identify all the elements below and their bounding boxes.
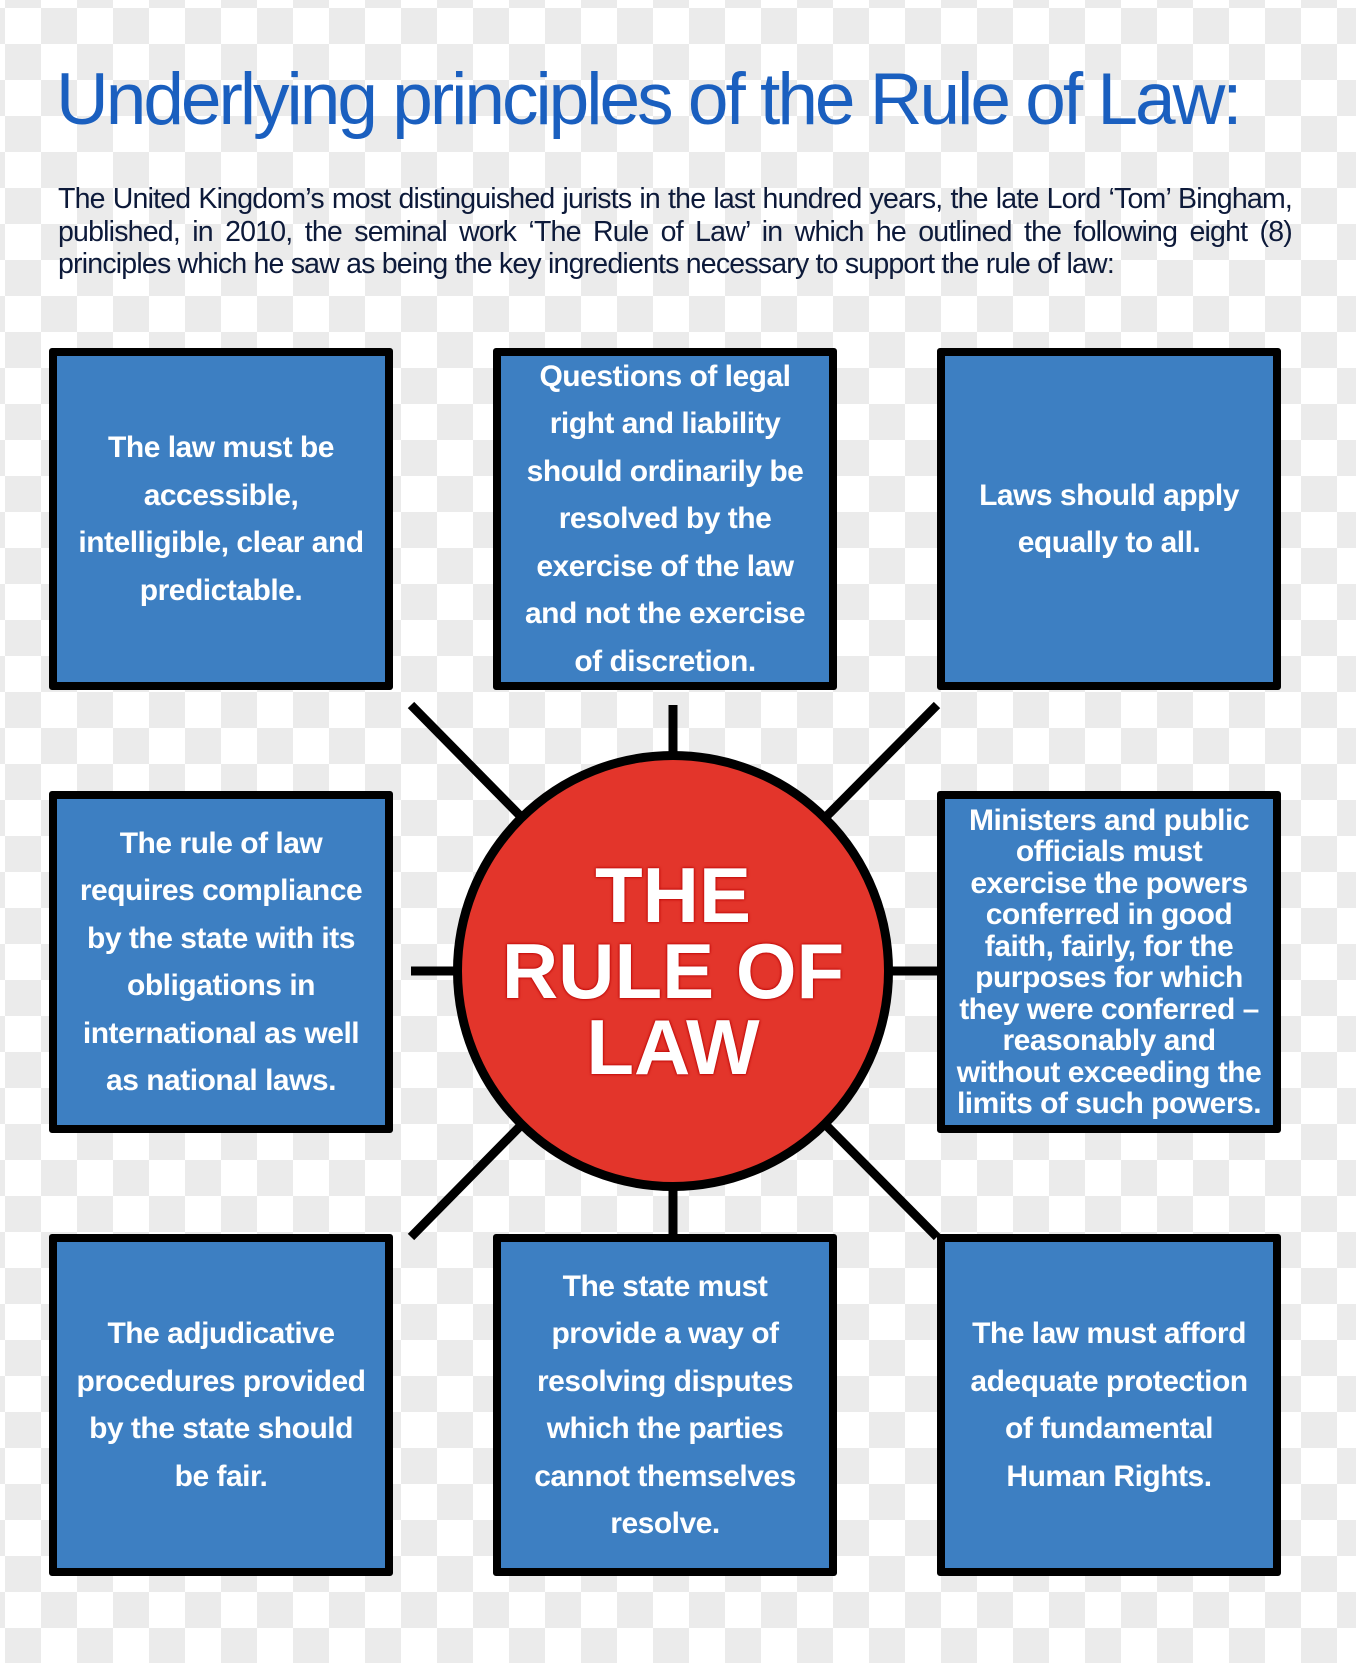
principle-box-international: The rule of law requires compliance by t… xyxy=(49,791,393,1133)
principle-box-human-rights: The law must afford adequate protection … xyxy=(937,1234,1281,1576)
principle-box-ministers: Ministers and public officials must exer… xyxy=(937,791,1281,1133)
principle-box-accessible: The law must be accessible, intelligible… xyxy=(49,348,393,690)
center-circle: THE RULE OF LAW xyxy=(453,751,893,1191)
page-title: Underlying principles of the Rule of Law… xyxy=(56,59,1243,140)
principle-box-adjudicative: The adjudicative procedures provided by … xyxy=(49,1234,393,1576)
center-label: THE RULE OF LAW xyxy=(501,851,845,1091)
principle-box-disputes: The state must provide a way of resolvin… xyxy=(493,1234,837,1576)
principle-box-equality: Laws should apply equally to all. xyxy=(937,348,1281,690)
principle-box-legal-right: Questions of legal right and liability s… xyxy=(493,348,837,690)
intro-paragraph: The United Kingdom’s most distinguished … xyxy=(58,183,1293,280)
